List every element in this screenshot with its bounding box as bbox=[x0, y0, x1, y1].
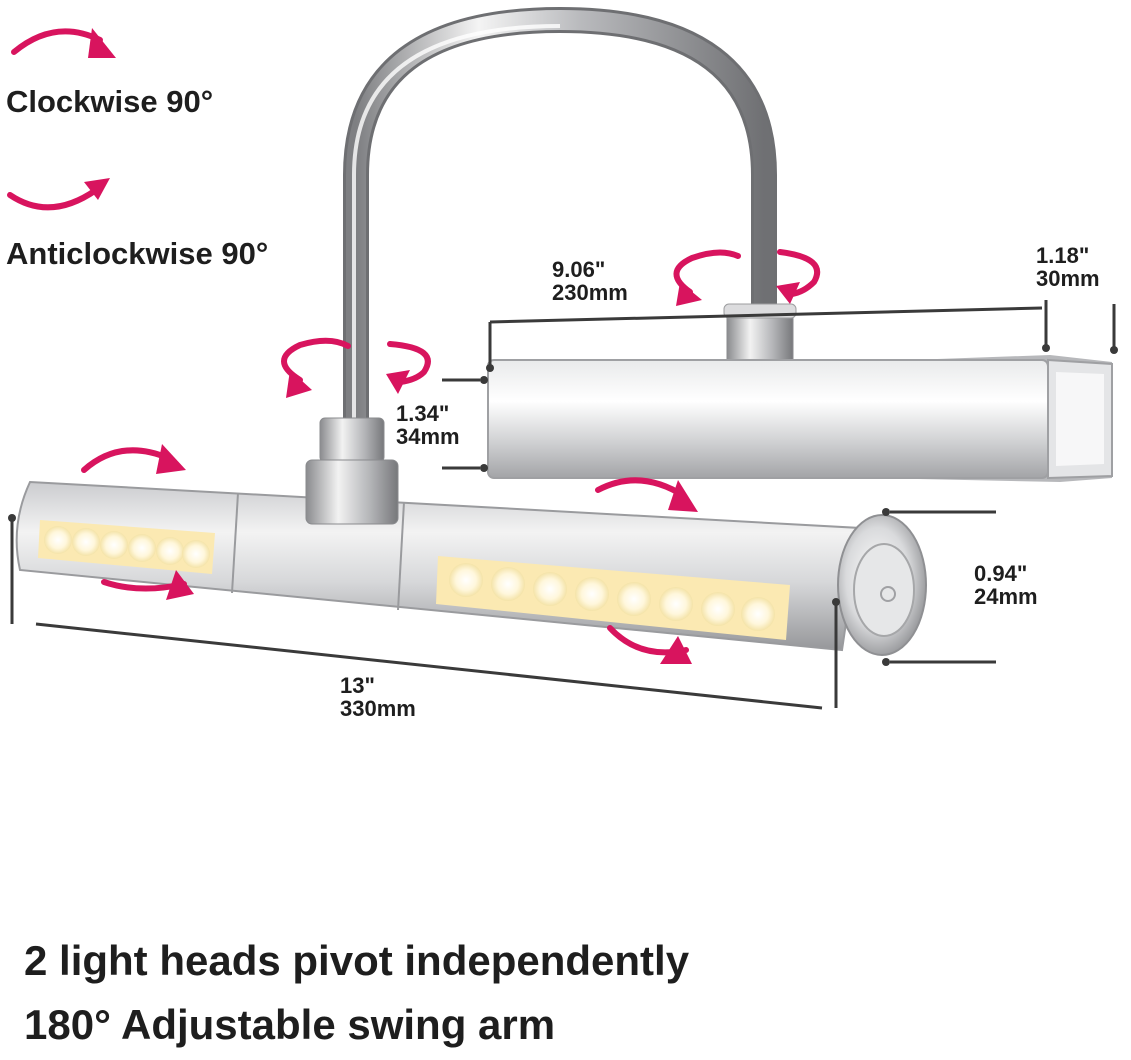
rotation-arrows bbox=[81, 249, 821, 656]
upper-length-label: 9.06" 230mm bbox=[552, 258, 628, 304]
clockwise-label: Clockwise 90° bbox=[6, 84, 214, 119]
upper-depth-label: 1.18" 30mm bbox=[1036, 244, 1100, 290]
lower-light-head bbox=[15, 480, 927, 656]
upper-light-head bbox=[487, 303, 1113, 482]
led-strip-right bbox=[436, 556, 790, 640]
dimension-inches: 13" bbox=[340, 673, 375, 698]
caption-line-2: 180° Adjustable swing arm bbox=[24, 1001, 556, 1048]
led-array-right bbox=[449, 563, 775, 631]
anticlockwise-label: Anticlockwise 90° bbox=[6, 236, 269, 271]
curved-arrow-icon bbox=[11, 28, 103, 55]
curved-arrow-icon bbox=[84, 178, 110, 200]
power-button-icon bbox=[880, 586, 896, 602]
dimension-mm: 24mm bbox=[974, 584, 1038, 609]
lower-length-label: 13" 330mm bbox=[340, 674, 416, 720]
dimension-inches: 0.94" bbox=[974, 561, 1028, 586]
curved-arrow-icon bbox=[7, 187, 99, 211]
lower-diameter-label: 0.94" 24mm bbox=[974, 562, 1038, 608]
dimension-mm: 230mm bbox=[552, 280, 628, 305]
dimension-mm: 30mm bbox=[1036, 266, 1100, 291]
caption-line-1: 2 light heads pivot independently bbox=[24, 937, 690, 984]
dimension-mm: 34mm bbox=[396, 424, 460, 449]
lower-pivot-joint bbox=[305, 417, 399, 525]
dimension-inches: 9.06" bbox=[552, 257, 606, 282]
dimension-inches: 1.34" bbox=[396, 401, 450, 426]
rotation-arrowheads bbox=[156, 282, 800, 664]
led-array-left bbox=[44, 526, 210, 568]
dimension-mm: 330mm bbox=[340, 696, 416, 721]
curved-arrow-icon bbox=[88, 28, 116, 58]
dimension-lines bbox=[8, 300, 1118, 710]
dimension-inches: 1.18" bbox=[1036, 243, 1090, 268]
upper-height-label: 1.34" 34mm bbox=[396, 402, 460, 448]
